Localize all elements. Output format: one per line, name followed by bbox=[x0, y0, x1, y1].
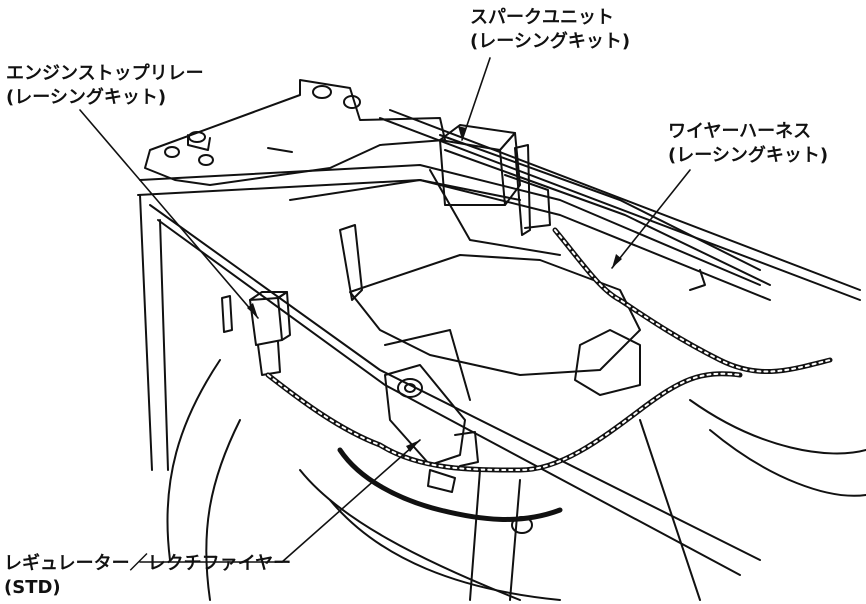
regulator-rectifier-box bbox=[384, 329, 479, 467]
label-regulator-rectifier: レギュレーター／レクチファイヤー (STD) bbox=[4, 552, 291, 600]
engine-stop-relay-box bbox=[221, 291, 291, 376]
label-spark-unit: スパークユニット (レーシングキット) bbox=[470, 6, 630, 54]
label-engine-stop-relay-name: エンジンストップリレー bbox=[6, 63, 204, 84]
leader-lines bbox=[79, 57, 691, 563]
label-wire-harness: ワイヤーハーネス (レーシングキット) bbox=[668, 120, 828, 168]
lower-frame bbox=[166, 269, 866, 601]
label-engine-stop-relay-note: (レーシングキット) bbox=[6, 87, 167, 108]
leader-arrowheads bbox=[247, 126, 622, 452]
label-regulator-rectifier-name: レギュレーター／レクチファイヤー bbox=[4, 553, 292, 574]
label-spark-unit-name: スパークユニット bbox=[470, 7, 614, 28]
label-wire-harness-note: (レーシングキット) bbox=[668, 145, 829, 166]
label-spark-unit-note: (レーシングキット) bbox=[470, 31, 631, 52]
wire-harness-path-inner bbox=[267, 229, 831, 471]
label-regulator-rectifier-note: (STD) bbox=[4, 577, 61, 598]
spark-unit-box bbox=[439, 124, 551, 229]
label-engine-stop-relay: エンジンストップリレー (レーシングキット) bbox=[6, 62, 204, 110]
label-wire-harness-name: ワイヤーハーネス bbox=[668, 121, 812, 142]
